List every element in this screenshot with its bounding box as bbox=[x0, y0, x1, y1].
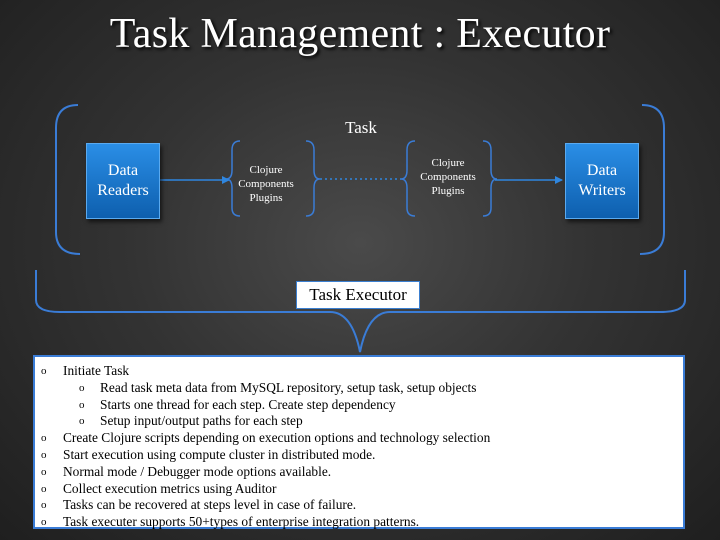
bullet-marker: o bbox=[79, 415, 85, 428]
data-readers-line-1: Data bbox=[107, 162, 139, 179]
task-executor-label: Task Executor bbox=[296, 281, 420, 309]
bullet-marker: o bbox=[41, 516, 47, 529]
bullet-marker: o bbox=[41, 365, 47, 377]
bullet-text: Create Clojure scripts depending on exec… bbox=[63, 430, 491, 446]
bullet-item: o Initiate Task bbox=[41, 363, 677, 380]
plugin-group-2-line-2: Components bbox=[420, 171, 476, 183]
bullet-item: o Collect execution metrics using Auditor bbox=[41, 481, 677, 498]
slide-title: Task Management : Executor bbox=[109, 11, 611, 57]
bullet-text: Read task meta data from MySQL repositor… bbox=[100, 379, 477, 395]
bullet-marker: o bbox=[41, 482, 47, 495]
data-readers-line-2: Readers bbox=[97, 182, 149, 199]
bullet-text: Initiate Task bbox=[63, 363, 130, 378]
data-writers-line-2: Writers bbox=[578, 182, 626, 199]
bullet-item: o Task executer supports 50+types of ente… bbox=[41, 514, 677, 531]
bullet-text: Setup input/output paths for each step bbox=[100, 413, 303, 429]
plugin-group-1-line-3: Plugins bbox=[249, 192, 283, 204]
plugin-group-2-line-3: Plugins bbox=[431, 185, 465, 197]
bullet-item: o Start execution using compute cluster i… bbox=[41, 447, 677, 464]
bullet-marker: o bbox=[79, 398, 85, 411]
plugin-group-1-brace-right bbox=[305, 140, 321, 217]
plugin-group-1-line-2: Components bbox=[238, 178, 294, 190]
bullet-marker: o bbox=[41, 448, 47, 461]
task-label: Task bbox=[345, 118, 377, 137]
data-writers-box: Data Writers bbox=[565, 143, 639, 219]
data-writers-line-1: Data bbox=[586, 162, 618, 179]
bullet-item: o Read task meta data from MySQL reposito… bbox=[41, 380, 677, 397]
bullet-item: o Setup input/output paths for each step bbox=[41, 413, 677, 430]
bullet-marker: o bbox=[79, 381, 85, 394]
plugin-group-2-line-1: Clojure bbox=[431, 157, 465, 169]
task-bracket-left bbox=[55, 104, 81, 255]
bullet-text: Normal mode / Debugger mode options avai… bbox=[63, 463, 332, 479]
bullet-item: o Create Clojure scripts depending on exe… bbox=[41, 430, 677, 447]
bullet-marker: o bbox=[41, 499, 47, 512]
plugin-group-2-brace-right bbox=[482, 140, 498, 217]
bullet-text: Collect execution metrics using Auditor bbox=[63, 480, 277, 496]
plugin-group-1-line-1: Clojure bbox=[249, 164, 283, 176]
plugin-group-2-label: Clojure Components Plugins bbox=[408, 156, 488, 198]
bullet-text: Starts one thread for each step. Create … bbox=[100, 396, 396, 412]
bullet-item: o Tasks can be recovered at steps level i… bbox=[41, 497, 677, 514]
bullet-text: Start execution using compute cluster in… bbox=[63, 446, 376, 462]
bullet-marker: o bbox=[41, 432, 47, 445]
data-readers-box: Data Readers bbox=[86, 143, 160, 219]
plugin-group-1-label: Clojure Components Plugins bbox=[226, 163, 306, 205]
bullet-text: Tasks can be recovered at steps level in… bbox=[63, 497, 357, 513]
bullet-text: Task executer supports 50+types of enter… bbox=[63, 514, 420, 530]
bullet-marker: o bbox=[41, 465, 47, 478]
executor-brace bbox=[35, 270, 686, 353]
task-bracket-right bbox=[639, 104, 665, 255]
bullet-item: o Normal mode / Debugger mode options ava… bbox=[41, 464, 677, 481]
bullet-item: o Starts one thread for each step. Create… bbox=[41, 397, 677, 414]
